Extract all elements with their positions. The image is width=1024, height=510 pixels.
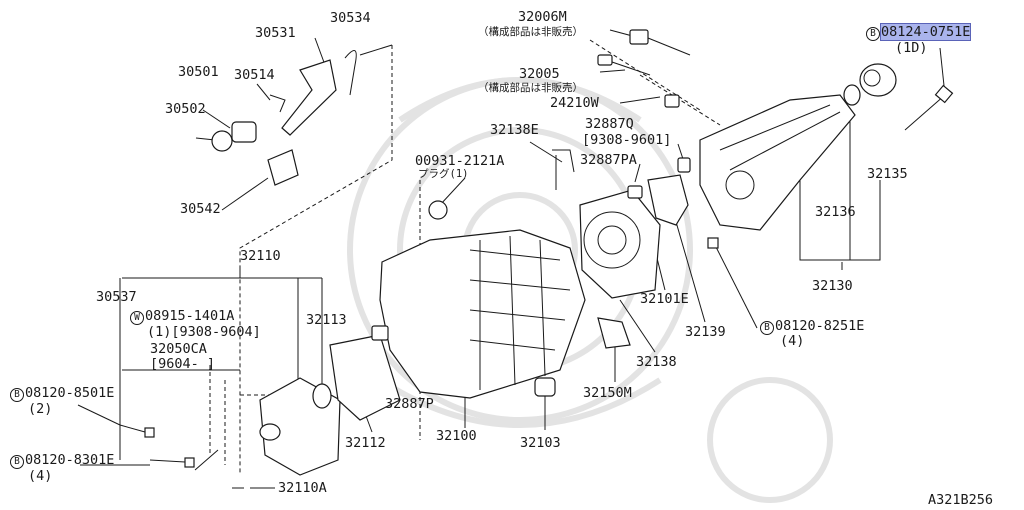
note-32006M: （構成部品は非販売） [478,26,583,38]
label-30514[interactable]: 30514 [234,67,275,83]
label-32101E[interactable]: 32101E [640,291,689,307]
range-32887Q: [9308-9601] [582,132,672,148]
marker-b: B [866,27,880,41]
note-32005: （構成部品は非販売） [478,82,583,94]
label-30502[interactable]: 30502 [165,101,206,117]
label-32136[interactable]: 32136 [815,204,856,220]
code-08124-0751E-highlighted[interactable]: 08124-0751E [879,23,972,41]
label-30537[interactable]: 30537 [96,289,137,305]
leader-lines [77,29,946,489]
label-32150M[interactable]: 32150M [583,385,632,401]
label-32110[interactable]: 32110 [240,248,281,264]
label-30534[interactable]: 30534 [330,10,371,26]
part-shapes [119,29,954,489]
label-32138E[interactable]: 32138E [490,122,539,138]
label-32139[interactable]: 32139 [685,324,726,340]
code-08120-8301E: 08120-8301E [25,452,115,468]
label-32006M[interactable]: 32006M [518,9,567,25]
label-32113[interactable]: 32113 [306,312,347,328]
marker-b: B [760,321,774,335]
label-32887PA[interactable]: 32887PA [580,152,637,168]
qty-08915-1401A: (1)[9308-9604] [147,324,261,340]
label-32887P[interactable]: 32887P [385,396,434,412]
label-24210W[interactable]: 24210W [550,95,599,111]
marker-w: W [130,311,144,325]
label-32112[interactable]: 32112 [345,435,386,451]
label-00931-2121A[interactable]: 00931-2121A [415,153,505,169]
qty-08120-8301E: (4) [28,468,53,484]
marker-b: B [10,455,24,469]
marker-b: B [10,388,24,402]
label-32130[interactable]: 32130 [812,278,853,294]
label-32887Q[interactable]: 32887Q [585,116,634,132]
label-32103[interactable]: 32103 [520,435,561,451]
label-32100[interactable]: 32100 [436,428,477,444]
range-32050CA: [9604- ] [150,356,216,372]
note-00931-2121A: プラグ(1) [418,168,469,180]
label-32110A[interactable]: 32110A [278,480,327,496]
qty-08120-8501E: (2) [28,401,53,417]
diagram-id: A321B256 [928,492,994,508]
label-32050CA[interactable]: 32050CA [150,341,207,357]
qty-08124-0751E: (1D) [895,40,928,56]
label-32135[interactable]: 32135 [867,166,908,182]
label-30542[interactable]: 30542 [180,201,221,217]
label-30531[interactable]: 30531 [255,25,296,41]
code-08120-8251E: 08120-8251E [775,318,865,334]
label-30501[interactable]: 30501 [178,64,219,80]
label-32138[interactable]: 32138 [636,354,677,370]
label-32005[interactable]: 32005 [519,66,560,82]
code-08120-8501E: 08120-8501E [25,385,115,401]
code-08915-1401A: 08915-1401A [145,308,235,324]
qty-08120-8251E: (4) [780,333,805,349]
